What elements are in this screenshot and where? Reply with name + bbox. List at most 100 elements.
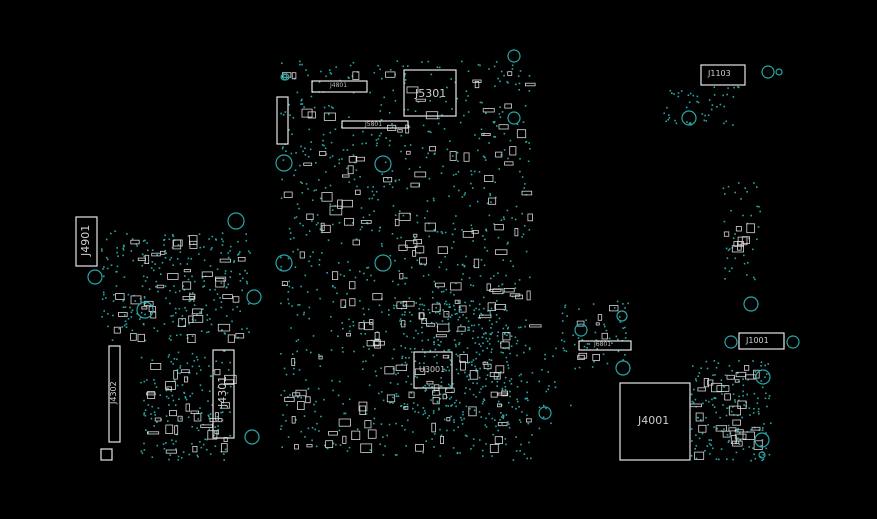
pin-dot — [472, 330, 475, 332]
pin-dot — [467, 329, 469, 331]
pin-dot — [472, 337, 474, 340]
pin-dot — [499, 80, 501, 83]
pin-dot — [685, 106, 688, 109]
pin-dot — [611, 342, 613, 344]
pin-dot — [371, 197, 373, 200]
pin-dot — [448, 322, 450, 325]
pin-dot — [280, 428, 282, 430]
component-outline — [601, 332, 608, 340]
pin-dot — [482, 155, 485, 158]
connector-j6801-outline[interactable] — [578, 340, 632, 351]
pin-dot — [423, 410, 426, 412]
pin-dot — [239, 251, 241, 253]
pin-dot — [307, 388, 310, 390]
pin-dot — [710, 444, 712, 446]
connector-j5301-outline[interactable] — [403, 69, 457, 117]
pin-dot — [451, 108, 453, 110]
pin-dot — [373, 417, 376, 420]
pin-dot — [457, 355, 459, 357]
pin-dot — [283, 390, 286, 392]
pin-dot — [691, 365, 694, 367]
connector-j5801-outline[interactable] — [341, 120, 409, 129]
pin-dot — [141, 452, 144, 454]
pin-dot — [455, 399, 458, 402]
pin-dot — [414, 110, 417, 112]
pin-dot — [489, 333, 491, 335]
pin-dot — [191, 275, 193, 278]
pin-dot — [143, 262, 146, 264]
component-outline — [151, 252, 161, 257]
pin-dot — [297, 339, 300, 341]
pin-dot — [208, 417, 211, 419]
pin-dot — [359, 228, 362, 231]
pin-dot — [515, 205, 518, 208]
pin-dot — [156, 330, 159, 332]
pin-dot — [689, 92, 692, 95]
connector-j1103-outline[interactable] — [700, 64, 746, 86]
pin-dot — [339, 273, 342, 276]
pin-dot — [233, 261, 235, 264]
pin-dot — [565, 350, 568, 353]
connector-j4302-outline[interactable] — [108, 345, 121, 443]
pin-dot — [727, 441, 730, 443]
pin-dot — [517, 75, 520, 77]
pin-dot — [227, 256, 230, 259]
pin-dot — [526, 397, 528, 400]
connector-j4801-outline[interactable] — [311, 80, 368, 93]
pin-dot — [331, 379, 333, 382]
mounting-hole — [227, 212, 245, 230]
pin-dot — [467, 111, 470, 113]
pin-dot — [172, 235, 174, 238]
pin-dot — [713, 426, 715, 428]
pin-dot — [453, 339, 456, 341]
pin-dot — [245, 239, 248, 242]
component-outline — [424, 222, 436, 232]
pin-dot — [365, 142, 367, 145]
chip-u3001-outline[interactable] — [413, 351, 453, 389]
pin-dot — [145, 429, 147, 431]
connector-small-j4302-lower[interactable] — [100, 448, 113, 461]
pin-dot — [516, 354, 518, 357]
pin-dot — [385, 137, 387, 139]
pin-dot — [438, 302, 441, 305]
pin-dot — [747, 262, 749, 264]
pin-dot — [468, 361, 471, 364]
component-outline — [495, 151, 503, 158]
connector-j4001-outline[interactable] — [619, 382, 691, 461]
pin-dot — [310, 351, 312, 354]
pin-dot — [574, 367, 576, 370]
pin-dot — [315, 445, 318, 448]
connector-j4301-outline[interactable] — [212, 349, 235, 439]
pin-dot — [545, 390, 548, 393]
pin-dot — [179, 417, 182, 420]
pin-dot — [449, 140, 451, 142]
pin-dot — [177, 325, 179, 327]
pin-dot — [370, 134, 373, 136]
pin-dot — [213, 434, 215, 437]
pin-dot — [354, 161, 356, 164]
connector-j4901-outline[interactable] — [75, 216, 98, 267]
pin-dot — [427, 371, 429, 373]
pin-dot — [422, 308, 425, 311]
pin-dot — [391, 233, 394, 235]
pin-dot — [297, 304, 299, 306]
pin-dot — [484, 159, 487, 161]
connector-j1001-outline[interactable] — [738, 332, 785, 350]
label-j4801: J4801 — [330, 82, 348, 89]
pin-dot — [456, 97, 458, 100]
component-outline — [469, 370, 479, 380]
pin-dot — [511, 68, 514, 70]
connector-vertical-outline[interactable] — [276, 96, 289, 145]
pin-dot — [552, 355, 554, 358]
pin-dot — [393, 304, 395, 307]
pin-dot — [544, 358, 546, 360]
pin-dot — [452, 447, 455, 449]
pin-dot — [475, 370, 478, 373]
pin-dot — [337, 335, 339, 337]
pin-dot — [562, 347, 565, 350]
pin-dot — [704, 114, 706, 117]
pin-dot — [482, 349, 484, 352]
pin-dot — [404, 257, 406, 260]
pin-dot — [449, 291, 452, 294]
pin-dot — [443, 368, 446, 371]
